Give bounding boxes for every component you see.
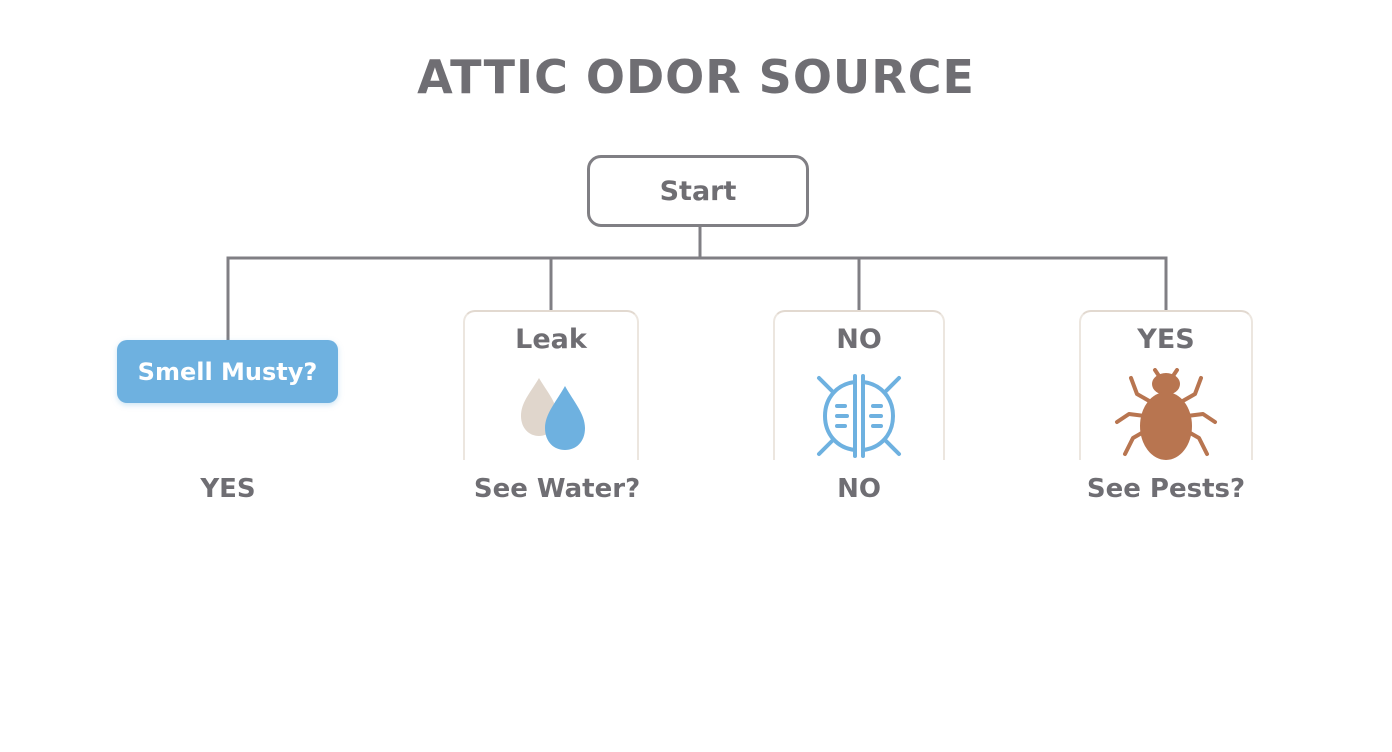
branch-3-bottom-label: NO — [837, 474, 881, 504]
leak-node-label: Leak — [515, 324, 587, 355]
bug-icon — [1115, 368, 1217, 460]
no-node-label: NO — [836, 324, 882, 355]
leak-node[interactable]: Leak — [463, 310, 639, 460]
smell-musty-node[interactable]: Smell Musty? — [117, 340, 338, 403]
start-node[interactable]: Start — [587, 155, 809, 227]
page-title: ATTIC ODOR SOURCE — [417, 50, 975, 104]
yes-node[interactable]: YES — [1079, 310, 1253, 460]
branch-1-bottom-label: YES — [200, 474, 256, 504]
branch-4-bottom-label: See Pests? — [1086, 474, 1246, 504]
insulation-shield-icon — [817, 374, 901, 458]
yes-node-label: YES — [1137, 324, 1195, 355]
water-drops-icon — [521, 378, 585, 450]
branch-2-bottom-label: See Water? — [473, 474, 641, 504]
no-node[interactable]: NO — [773, 310, 945, 460]
